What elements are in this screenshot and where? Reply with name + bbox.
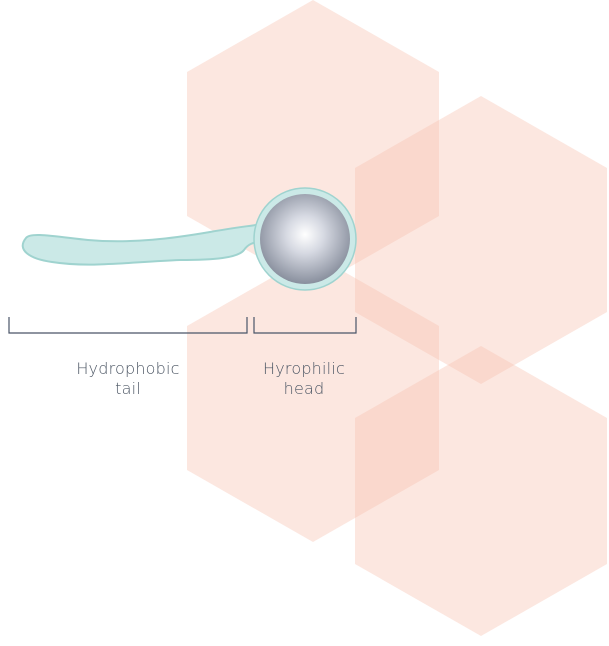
head-label: Hyrophilic head <box>224 359 384 399</box>
tail-label-line1: Hydrophobic <box>76 359 180 378</box>
hexagon-right <box>355 96 607 384</box>
hexagon-background <box>187 0 607 636</box>
hexagon-top <box>187 0 439 288</box>
head-label-line1: Hyrophilic <box>263 359 345 378</box>
hydrophobic-tail <box>21 222 266 266</box>
tail-bracket <box>8 317 248 334</box>
head-label-line2: head <box>283 379 325 398</box>
hexagon-bottom-right <box>355 346 607 636</box>
head-bracket <box>253 317 357 334</box>
head-sphere <box>260 194 350 284</box>
tail-label: Hydrophobic tail <box>48 359 208 399</box>
tail-label-line2: tail <box>115 379 141 398</box>
hexagon-middle-left <box>187 254 439 542</box>
hydrophilic-head <box>253 187 357 291</box>
